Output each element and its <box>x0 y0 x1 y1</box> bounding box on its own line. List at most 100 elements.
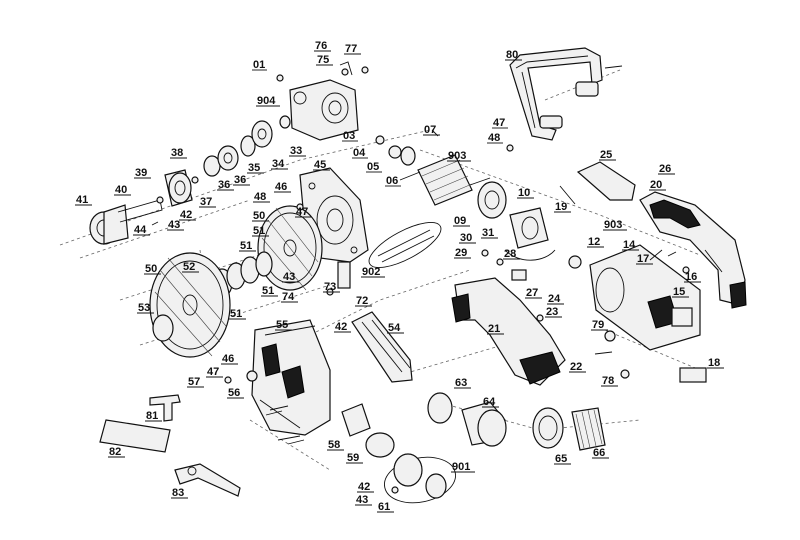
part-label: 37 <box>200 196 212 208</box>
part-label: 47 <box>207 366 219 378</box>
part-label: 41 <box>76 194 88 206</box>
part-label: 59 <box>347 452 359 464</box>
part-label: 18 <box>708 357 720 369</box>
part-label: 22 <box>570 361 582 373</box>
part-label: 57 <box>188 376 200 388</box>
guard-plate-54 <box>351 311 413 383</box>
front-handle-21 <box>451 277 566 386</box>
part-label: 33 <box>290 145 302 157</box>
part-label: 10 <box>518 187 530 199</box>
part-label: 61 <box>378 501 390 513</box>
spanner-wrench-83 <box>174 463 241 497</box>
gear-shaft-assembly-left <box>89 115 291 245</box>
part-label: 42 <box>358 481 370 493</box>
blower-bracket-58-59 <box>341 403 395 458</box>
part-label: 73 <box>324 281 336 293</box>
part-label: 66 <box>593 447 605 459</box>
part-label: 48 <box>488 132 500 144</box>
part-label: 35 <box>248 162 260 174</box>
part-label: 56 <box>228 387 240 399</box>
part-label: 74 <box>282 291 295 303</box>
part-label: 38 <box>171 147 183 159</box>
part-label: 34 <box>272 158 285 170</box>
part-label: 50 <box>253 210 265 222</box>
part-label: 43 <box>168 219 180 231</box>
part-label: 30 <box>460 232 472 244</box>
part-label: 54 <box>388 322 401 334</box>
part-label: 903 <box>604 219 622 231</box>
part-label: 44 <box>134 224 147 236</box>
part-label: 29 <box>455 247 467 259</box>
part-label: 12 <box>588 236 600 248</box>
grip-cover-25 <box>576 161 636 201</box>
part-label: 52 <box>183 261 195 273</box>
part-label: 82 <box>109 446 121 458</box>
part-label: 72 <box>356 295 368 307</box>
part-label: 25 <box>600 149 612 161</box>
part-label: 902 <box>362 266 380 278</box>
part-label: 17 <box>637 253 649 265</box>
part-label: 42 <box>180 209 192 221</box>
armature-903 <box>399 154 491 206</box>
field-ring-09 <box>477 181 507 219</box>
flange-washer-53 <box>152 314 174 342</box>
part-label: 901 <box>452 461 470 473</box>
part-label: 75 <box>317 54 329 66</box>
part-label: 47 <box>493 117 505 129</box>
extraction-ring-65-66 <box>532 407 606 451</box>
part-label: 16 <box>685 271 697 283</box>
part-label: 28 <box>504 248 516 260</box>
part-label: 43 <box>283 271 295 283</box>
rip-fence-82 <box>99 419 171 453</box>
hex-key-81 <box>149 394 181 422</box>
blade-guard-55 <box>251 319 331 441</box>
part-label: 19 <box>555 201 567 213</box>
part-label: 24 <box>548 293 561 305</box>
part-label: 83 <box>172 487 184 499</box>
part-label: 36 <box>234 174 246 186</box>
part-label: 77 <box>345 43 357 55</box>
part-label: 23 <box>546 306 558 318</box>
stator-10 <box>504 207 556 261</box>
part-label: 40 <box>115 184 127 196</box>
part-label: 53 <box>138 302 150 314</box>
part-label: 20 <box>650 179 662 191</box>
part-label: 43 <box>356 494 368 506</box>
part-label: 36 <box>218 179 230 191</box>
part-label: 78 <box>602 375 614 387</box>
part-label: 27 <box>526 287 538 299</box>
part-label: 51 <box>262 285 274 297</box>
part-label: 31 <box>482 227 494 239</box>
part-label: 51 <box>240 240 252 252</box>
part-label: 64 <box>483 396 496 408</box>
part-label: 39 <box>135 167 147 179</box>
part-label: 55 <box>276 319 288 331</box>
handle-bracket-80 <box>509 47 623 141</box>
part-label: 48 <box>254 191 266 203</box>
part-label: 46 <box>222 353 234 365</box>
part-label: 21 <box>488 323 500 335</box>
dust-port-63-64 <box>427 392 507 447</box>
part-label: 46 <box>275 181 287 193</box>
part-label: 81 <box>146 410 158 422</box>
motor-housing-14 <box>589 244 701 351</box>
part-label: 65 <box>555 453 567 465</box>
part-label: 05 <box>367 161 379 173</box>
part-label: 50 <box>145 263 157 275</box>
part-label: 26 <box>659 163 671 175</box>
part-label: 63 <box>455 377 467 389</box>
part-labels: 01 76 77 75 80 904 03 07 47 48 33 04 05 … <box>75 40 724 513</box>
part-label: 07 <box>424 124 436 136</box>
part-label: 06 <box>386 175 398 187</box>
part-label: 42 <box>335 321 347 333</box>
part-label: 09 <box>454 215 466 227</box>
part-label: 51 <box>253 225 265 237</box>
small-parts <box>151 66 707 494</box>
part-label: 903 <box>448 150 466 162</box>
part-label: 79 <box>592 319 604 331</box>
part-label: 58 <box>328 439 340 451</box>
spindle-sleeve-902 <box>368 222 442 268</box>
saw-blade-upper-50 <box>257 205 323 291</box>
part-label: 03 <box>343 130 355 142</box>
